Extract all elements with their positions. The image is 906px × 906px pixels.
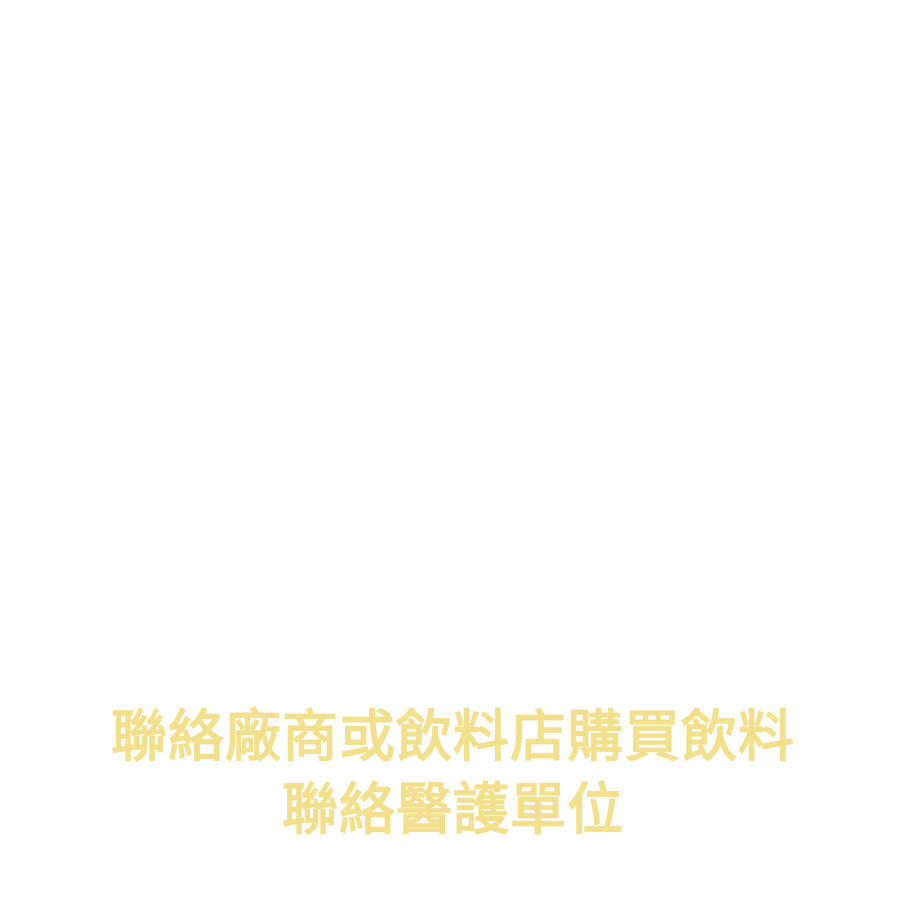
caption-line-2: 聯絡醫護單位 [282,778,624,843]
caption-line-1: 聯絡廠商或飲料店購買飲料 [111,705,795,770]
